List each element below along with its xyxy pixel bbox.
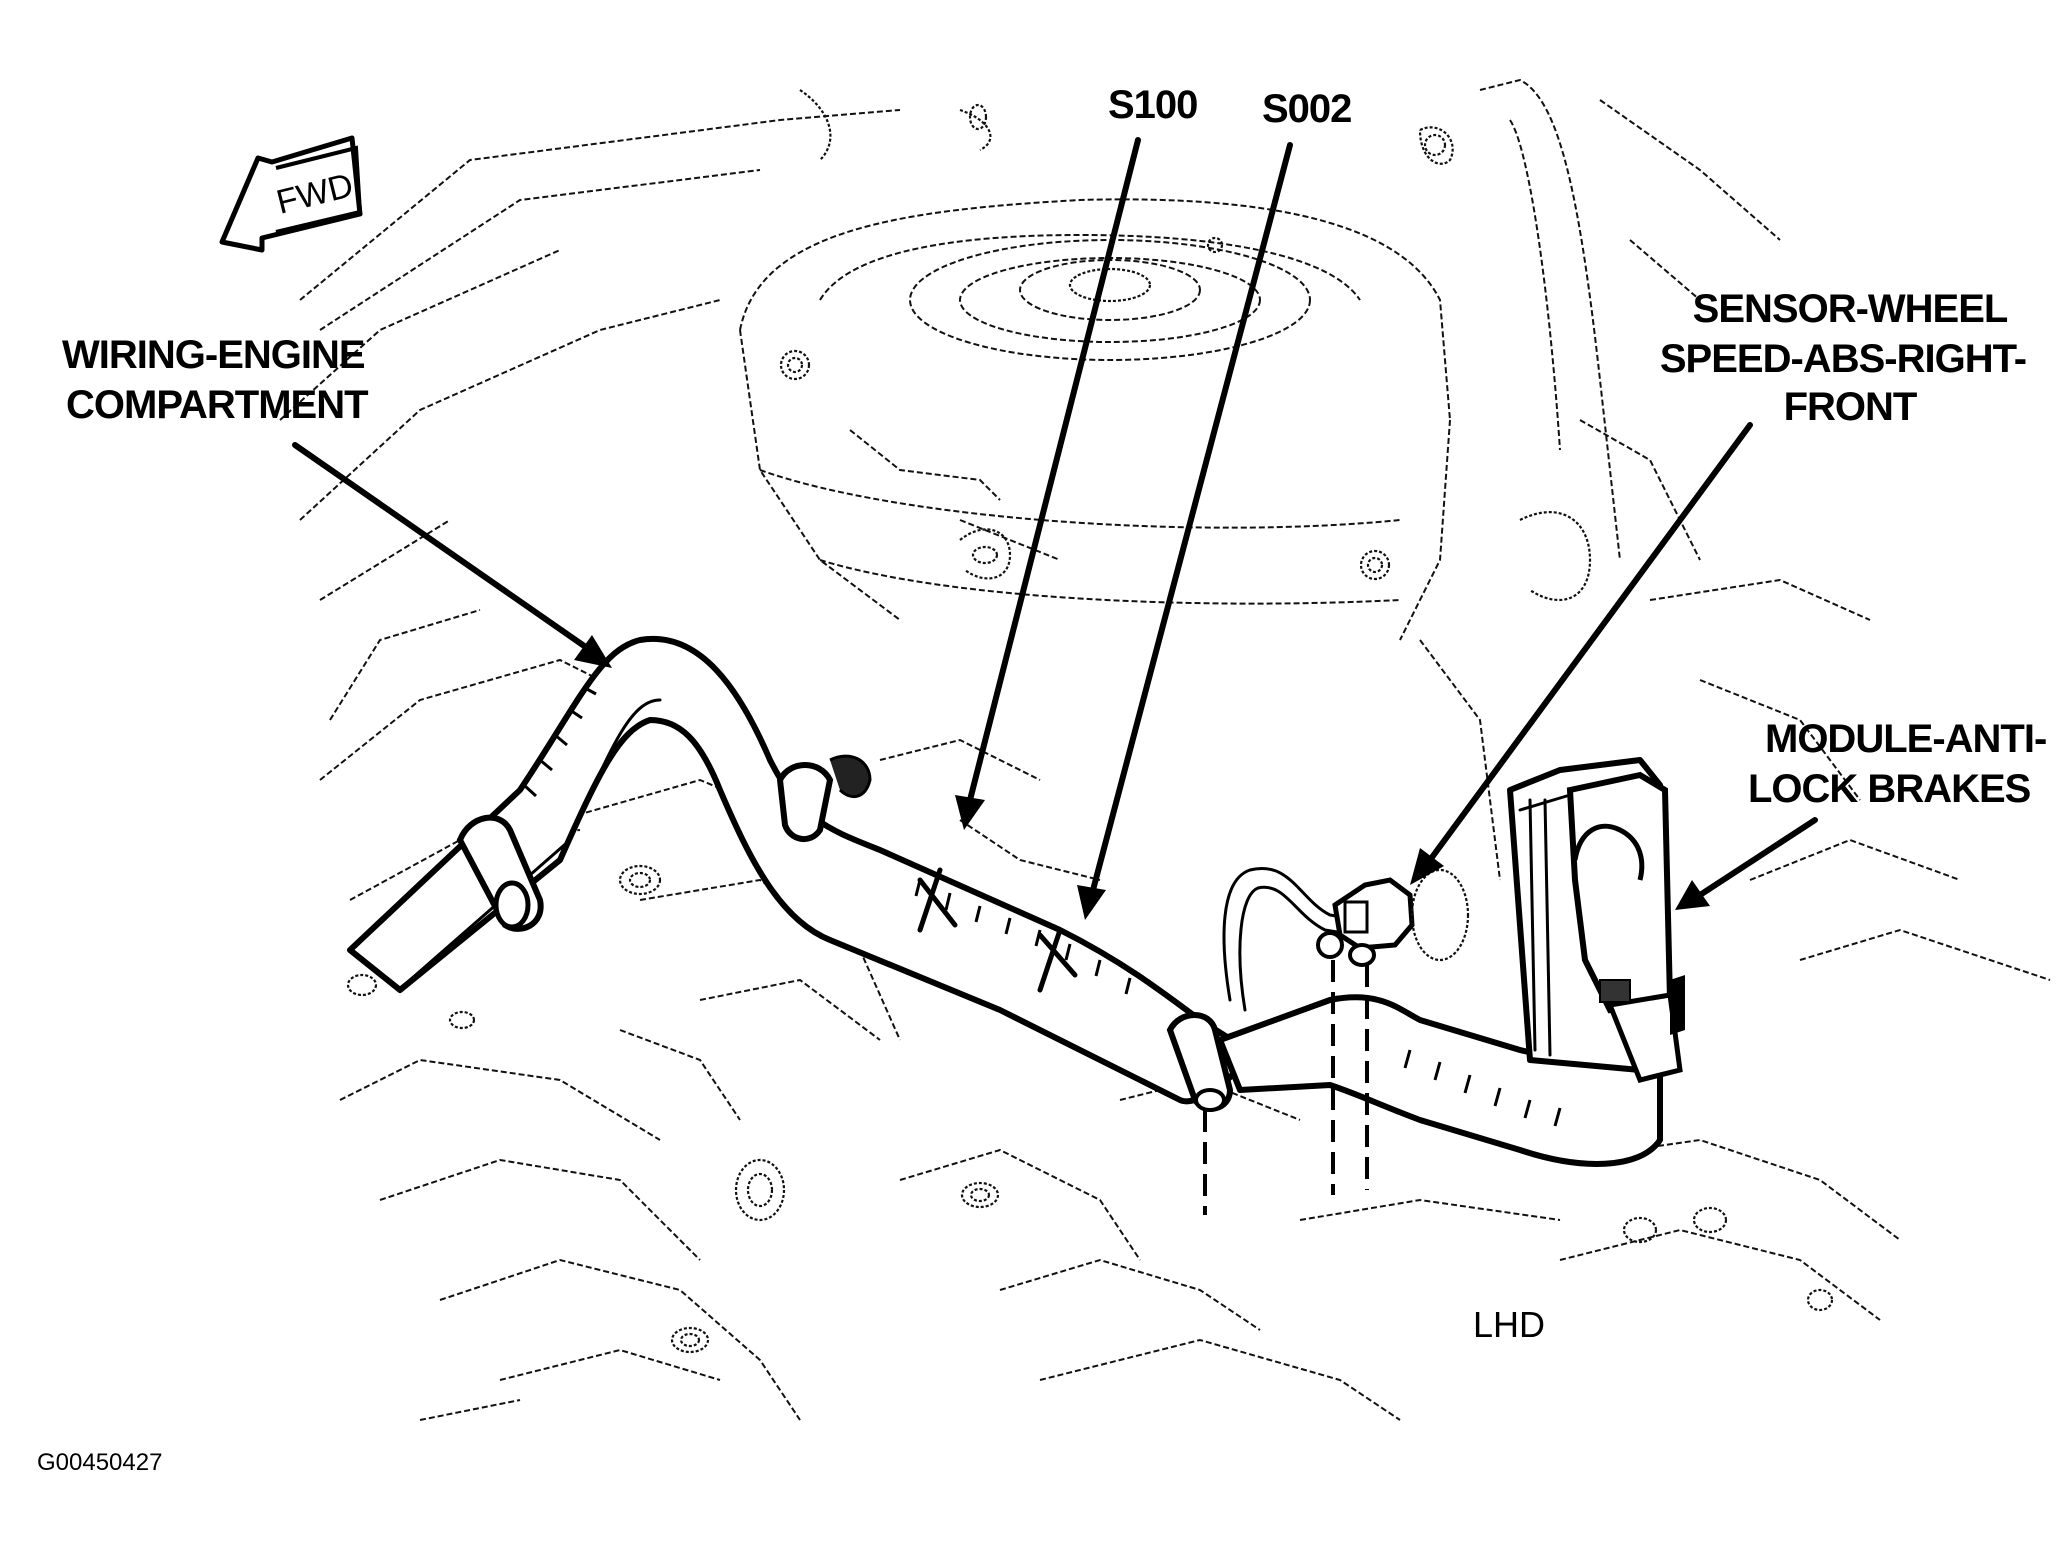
callout-module-line-2: LOCK BRAKES	[1748, 767, 2031, 811]
callout-s100-label: S100	[1108, 83, 1197, 127]
figure-id-caption: G00450427	[37, 1449, 162, 1476]
callout-wiring-engine-compartment: WIRING-ENGINE COMPARTMENT	[62, 333, 369, 427]
callout-sensor-line-2: SPEED-ABS-RIGHT-	[1660, 337, 2026, 381]
callout-wiring-line-2: COMPARTMENT	[66, 383, 368, 427]
callout-s002-label: S002	[1262, 87, 1351, 131]
callout-sensor-wheel-speed: SENSOR-WHEEL SPEED-ABS-RIGHT- FRONT	[1660, 287, 2027, 429]
module-branch-corrugation	[1403, 1049, 1562, 1127]
leader-lines	[292, 137, 1818, 920]
callout-s002: S002	[1262, 87, 1352, 131]
lhd-label: LHD	[1473, 1304, 1545, 1345]
splice-marks	[917, 867, 1078, 993]
callout-sensor-line-1: SENSOR-WHEEL	[1693, 287, 2008, 331]
callout-s100: S100	[1108, 83, 1198, 127]
callout-wiring-line-1: WIRING-ENGINE	[62, 333, 365, 377]
callout-module-line-1: MODULE-ANTI-	[1765, 717, 2046, 761]
callout-abs-module: MODULE-ANTI- LOCK BRAKES	[1748, 717, 2047, 811]
harness-clip-3	[1166, 1012, 1234, 1112]
harness-clip-2	[776, 754, 872, 842]
wheel-speed-sensor	[1316, 868, 1470, 967]
abs-module	[1507, 757, 1685, 1083]
engine-compartment-harness	[346, 635, 1663, 1167]
fwd-direction-indicator: FWD	[219, 135, 363, 253]
vehicle-body-background	[279, 78, 2051, 1421]
mounting-bolt-lines	[1203, 960, 1369, 1215]
harness-clip-1	[456, 814, 544, 932]
callout-sensor-line-3: FRONT	[1784, 385, 1917, 429]
